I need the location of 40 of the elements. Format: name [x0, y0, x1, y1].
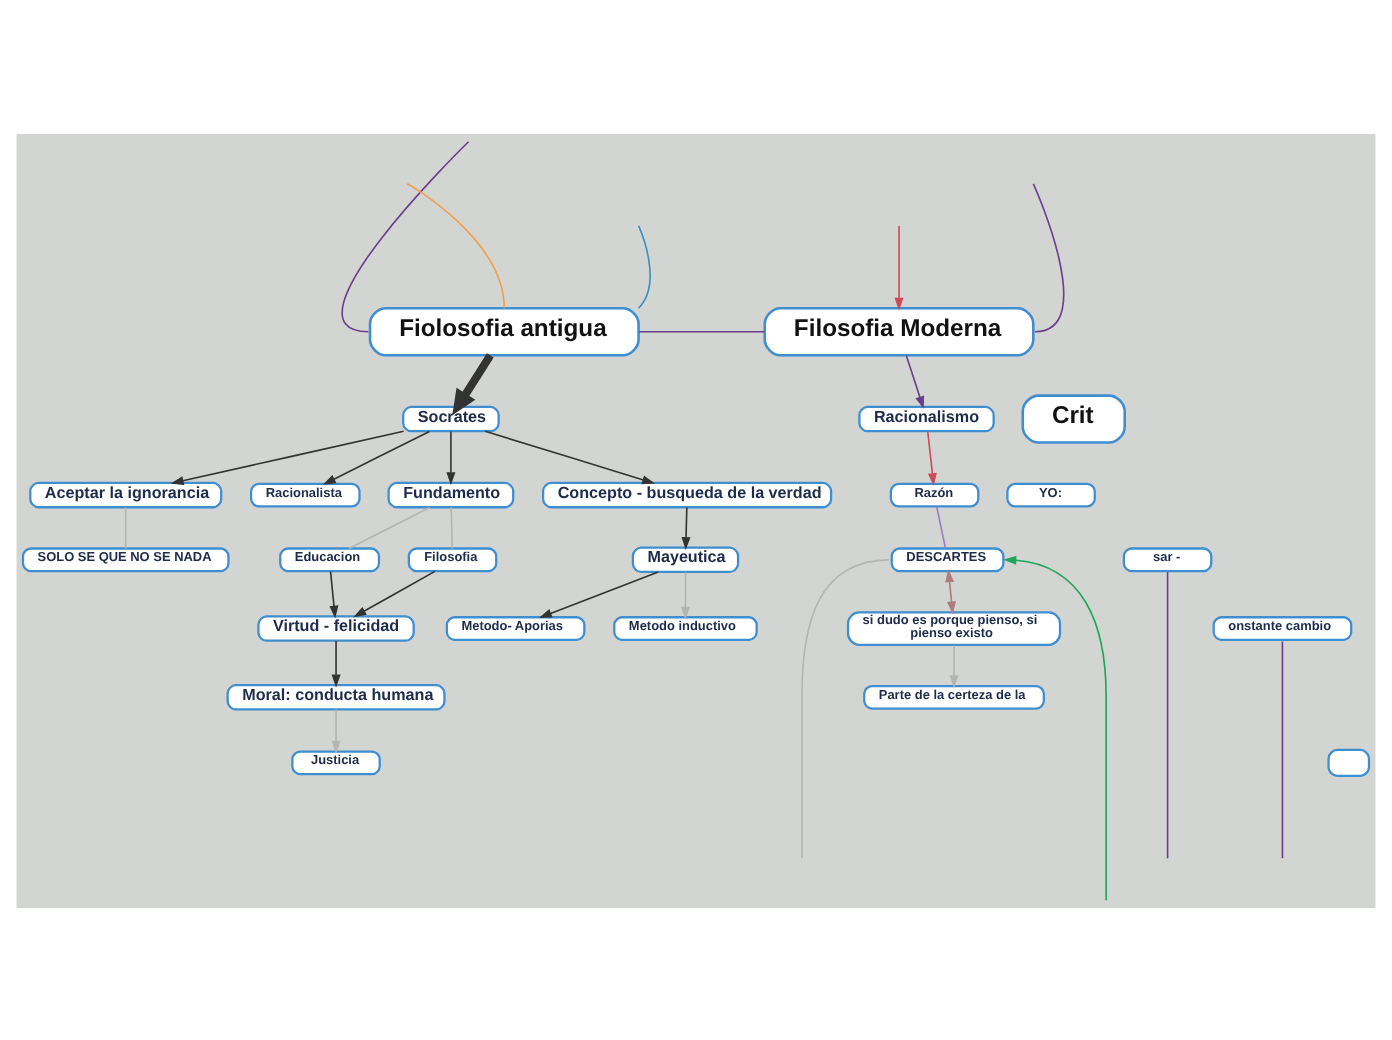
node-box: Crit	[1021, 393, 1126, 443]
arrow	[331, 639, 341, 687]
connector	[1281, 639, 1284, 859]
node-box: Fiolosofia antigua	[368, 305, 640, 356]
arrow	[484, 429, 656, 484]
arrow	[681, 505, 691, 550]
node-box: Virtud - felicidad	[257, 614, 415, 641]
arrow	[949, 643, 959, 688]
node-box: Concepto - busqueda de la verdad	[542, 480, 833, 508]
arrow	[538, 570, 659, 617]
connector	[406, 181, 506, 309]
node-box: Racionalismo	[858, 404, 995, 432]
connector	[801, 558, 891, 858]
node-box: Socrates	[402, 404, 500, 432]
connector	[935, 505, 947, 549]
node-box: Mayeutica	[631, 545, 740, 573]
arrow	[446, 429, 456, 485]
arrow	[329, 569, 339, 618]
node-box: Moral: conducta humana	[226, 683, 446, 710]
connector	[637, 224, 651, 309]
arrow	[1003, 554, 1107, 901]
arrow	[322, 429, 431, 484]
connector	[638, 329, 766, 332]
connector	[1032, 182, 1065, 332]
arrow	[945, 568, 957, 614]
connector	[1166, 570, 1169, 858]
arrow	[905, 353, 925, 409]
node-box: Filosofia Moderna	[763, 305, 1035, 356]
arrow	[894, 224, 904, 310]
node-box: Aceptar la ignorancia	[29, 480, 223, 508]
arrow	[331, 708, 341, 753]
arrow	[170, 429, 405, 485]
node-box: Fundamento	[387, 480, 515, 508]
arrow	[452, 352, 494, 415]
arrow	[680, 570, 691, 619]
connector	[341, 139, 470, 332]
connector	[348, 505, 431, 549]
arrow	[353, 569, 436, 617]
arrow	[926, 429, 937, 486]
node-box	[1327, 747, 1371, 776]
